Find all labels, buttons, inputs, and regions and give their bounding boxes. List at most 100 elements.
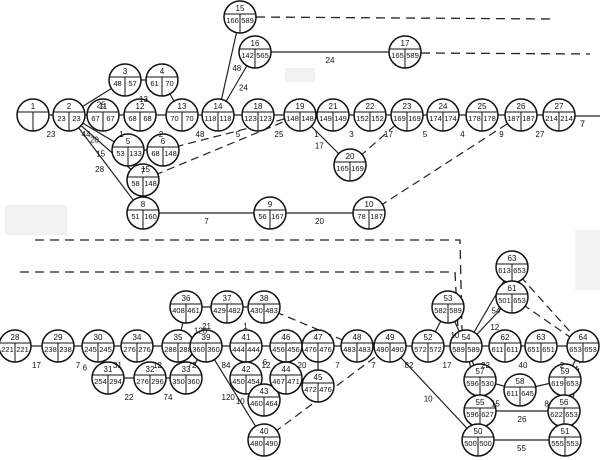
latest-time: 57 <box>128 79 136 88</box>
earliest-time: 187 <box>507 114 520 123</box>
activity-duration: 1 <box>314 130 319 139</box>
latest-time: 572 <box>429 345 442 354</box>
earliest-time: 245 <box>84 345 97 354</box>
earliest-time: 288 <box>164 345 177 354</box>
event-number: 39 <box>202 333 211 342</box>
activity-duration: 24 <box>239 84 248 93</box>
activity-duration: 12 <box>262 361 271 370</box>
activity-duration: 8 <box>544 400 549 409</box>
latest-time: 68 <box>143 114 151 123</box>
event-number: 16 <box>251 39 260 48</box>
event-number: 6 <box>161 137 166 146</box>
activity-duration: 120 <box>222 393 236 402</box>
activity-duration: 5 <box>423 130 428 139</box>
event-number: 50 <box>474 427 483 436</box>
blank-patch <box>285 68 315 82</box>
event-number: 35 <box>174 333 183 342</box>
activity-duration: 48 <box>232 64 241 73</box>
latest-time: 23 <box>72 114 80 123</box>
latest-time: 152 <box>371 114 384 123</box>
latest-time: 238 <box>59 345 72 354</box>
earliest-time: 622 <box>550 410 563 419</box>
activity-duration: 1 <box>243 322 248 331</box>
latest-time: 490 <box>391 345 404 354</box>
activity-duration: 20 <box>298 361 307 370</box>
event-number: 15 <box>236 4 245 13</box>
event-number: 4 <box>160 67 165 76</box>
latest-time: 148 <box>144 179 157 188</box>
event-number: 5 <box>126 137 131 146</box>
activity-duration: 24 <box>326 56 335 65</box>
latest-time: 651 <box>542 345 555 354</box>
activity-duration: 84 <box>222 361 231 370</box>
activity-duration: 40 <box>519 361 528 370</box>
exit-duration: 7 <box>580 119 586 129</box>
latest-time: 174 <box>444 114 457 123</box>
event-number: 29 <box>54 333 63 342</box>
latest-time: 454 <box>247 377 260 386</box>
latest-time: 553 <box>566 439 579 448</box>
latest-time: 483 <box>265 306 278 315</box>
event-number: 44 <box>282 365 291 374</box>
earliest-time: 165 <box>336 164 349 173</box>
latest-time: 148 <box>164 149 177 158</box>
latest-time: 589 <box>467 345 480 354</box>
event-number: 25 <box>478 102 487 111</box>
activity-duration: 12 <box>490 323 499 332</box>
latest-time: 476 <box>319 345 332 354</box>
latest-time: 187 <box>522 114 535 123</box>
event-number: 33 <box>182 365 191 374</box>
earliest-time: 483 <box>343 345 356 354</box>
event-number: 48 <box>353 333 362 342</box>
dashed-connector <box>35 239 463 331</box>
activity-duration: 17 <box>315 142 324 151</box>
activity-arrow <box>68 114 144 214</box>
latest-time: 611 <box>507 345 519 354</box>
activity-duration: 25 <box>97 100 106 109</box>
earliest-time: 56 <box>258 212 266 221</box>
earliest-time: 78 <box>357 212 365 221</box>
activity-duration: 4 <box>460 130 465 139</box>
activity-duration: 1 <box>119 130 124 139</box>
latest-time: 589 <box>449 306 462 315</box>
activity-duration: 15 <box>141 165 150 174</box>
activity-duration: 13 <box>139 95 148 104</box>
latest-time: 178 <box>483 114 496 123</box>
latest-time: 133 <box>129 149 142 158</box>
latest-time: 167 <box>271 212 284 221</box>
earliest-time: 589 <box>452 345 465 354</box>
latest-time: 187 <box>370 212 383 221</box>
latest-time: 118 <box>220 114 232 123</box>
earliest-time: 460 <box>250 399 263 408</box>
event-number: 26 <box>517 102 526 111</box>
activity-duration: 10 <box>424 395 433 404</box>
event-number: 22 <box>366 102 375 111</box>
event-number: 18 <box>254 102 263 111</box>
activity-duration: 5 <box>236 130 241 139</box>
latest-time: 67 <box>106 114 114 123</box>
event-number: 19 <box>296 102 305 111</box>
earliest-time: 651 <box>527 345 540 354</box>
earliest-time: 444 <box>232 345 245 354</box>
event-number: 40 <box>260 427 269 436</box>
activity-duration: 2 <box>159 130 164 139</box>
earliest-time: 174 <box>429 114 442 123</box>
earliest-time: 68 <box>128 114 136 123</box>
earliest-time: 118 <box>205 114 217 123</box>
event-number: 21 <box>329 102 338 111</box>
event-number: 54 <box>462 333 471 342</box>
earliest-time: 68 <box>151 149 159 158</box>
latest-time: 483 <box>358 345 371 354</box>
activity-duration: 15 <box>491 399 500 408</box>
activity-duration: 17 <box>443 361 452 370</box>
activity-arrow <box>511 266 584 347</box>
earliest-time: 582 <box>434 306 447 315</box>
latest-time: 476 <box>319 385 332 394</box>
latest-time: 276 <box>138 345 151 354</box>
latest-time: 245 <box>99 345 112 354</box>
event-number: 42 <box>242 365 251 374</box>
earliest-time: 238 <box>44 345 57 354</box>
activity-arrow <box>162 114 301 151</box>
activity-duration: 74 <box>164 393 173 402</box>
earliest-time: 152 <box>356 114 369 123</box>
